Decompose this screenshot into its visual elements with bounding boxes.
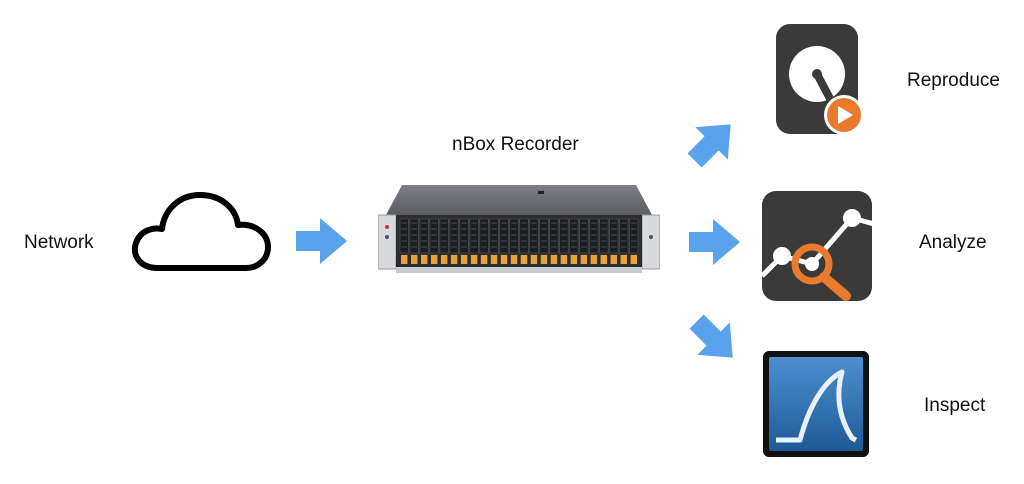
drive-bay-latch [580, 255, 588, 264]
drive-bay-latch [410, 255, 418, 264]
drive-bay [529, 218, 539, 254]
recorder-label: nBox Recorder [452, 134, 579, 155]
drive-bay-latch [570, 255, 578, 264]
drive-bay [559, 218, 569, 254]
drive-bay [479, 218, 489, 254]
drive-bay-latch [510, 255, 518, 264]
drive-bay [469, 218, 479, 254]
drive-bay-latch [401, 255, 408, 264]
inspect-label: Inspect [924, 395, 986, 416]
drive-bay [539, 218, 549, 254]
drive-bay [459, 218, 469, 254]
drive-bay-latch [460, 255, 468, 264]
drive-bay-latch [450, 255, 458, 264]
drive-bay-latch [610, 255, 618, 264]
drive-bay-latch [440, 255, 448, 264]
drive-bay-latch [620, 255, 628, 264]
drive-bay-latch [630, 255, 637, 264]
wireshark-fin-icon [762, 350, 870, 458]
drive-bay-latch [550, 255, 558, 264]
drive-bay-latch [530, 255, 538, 264]
drive-bay [499, 218, 509, 254]
network-label: Network [24, 232, 94, 253]
arrow-icon-to-analyze [689, 216, 741, 268]
drive-bay [609, 218, 619, 254]
drive-bay [619, 218, 629, 254]
drive-bay [509, 218, 519, 254]
drive-bay-latch [430, 255, 438, 264]
drive-bay-latch [600, 255, 608, 264]
drive-bay-latch [480, 255, 488, 264]
analyze-label: Analyze [919, 232, 987, 253]
cloud-icon [128, 185, 273, 275]
chart-magnifier-icon [760, 190, 874, 302]
drive-bay [449, 218, 459, 254]
drive-bay [589, 218, 599, 254]
arrow-icon-network-to-recorder [296, 215, 348, 267]
drive-bay [579, 218, 589, 254]
drive-bay [549, 218, 559, 254]
drive-bay-latch [590, 255, 598, 264]
drive-bay-latch [500, 255, 508, 264]
drive-bay [569, 218, 579, 254]
drive-bay [419, 218, 429, 254]
drive-bay-latch [490, 255, 498, 264]
hard-drive-play-icon [772, 22, 868, 138]
drive-bay [489, 218, 499, 254]
drive-bay-latch [520, 255, 528, 264]
drive-bay-latch [470, 255, 478, 264]
drive-bay [429, 218, 439, 254]
drive-bay [439, 218, 449, 254]
drive-bay [409, 218, 419, 254]
arrow-icon-to-inspect [685, 310, 745, 370]
reproduce-label: Reproduce [907, 70, 1000, 91]
arrow-icon-to-reproduce [683, 112, 743, 172]
drive-bay [599, 218, 609, 254]
rack-server-icon [378, 183, 660, 275]
drive-bay [519, 218, 529, 254]
drive-bay-latch [540, 255, 548, 264]
drive-bay [399, 218, 409, 254]
drive-bay-latch [420, 255, 428, 264]
drive-bay [629, 218, 639, 254]
drive-bay-latch [560, 255, 568, 264]
